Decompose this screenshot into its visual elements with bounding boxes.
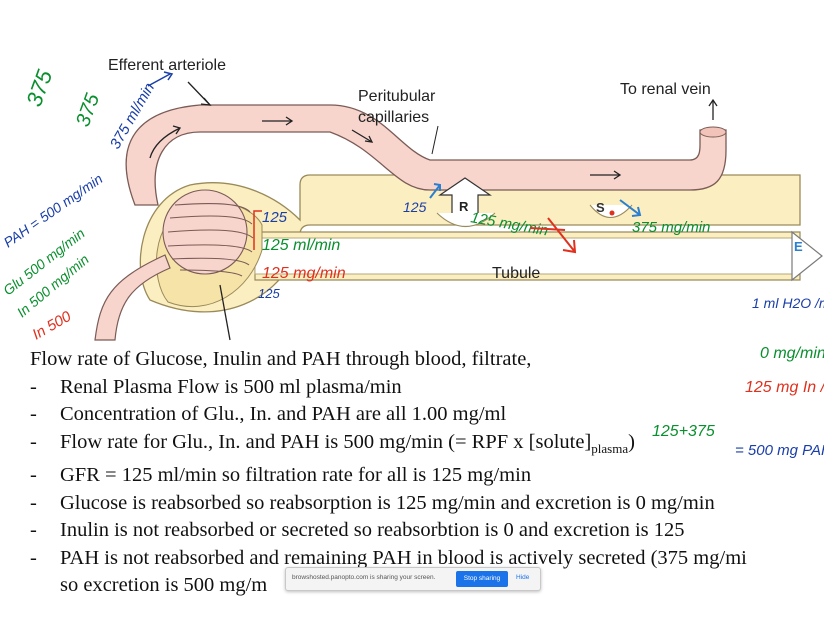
bullet-subscript: plasma: [591, 440, 629, 456]
hw-right-4: = 500 mg PAH /min: [735, 442, 824, 459]
peritubular-leader: [431, 125, 439, 155]
label-renal-vein: To renal vein: [620, 81, 711, 98]
bullet-dash: -: [30, 491, 37, 514]
label-R: R: [459, 199, 469, 214]
glomerulus: [162, 189, 254, 277]
tubule: [139, 174, 823, 313]
bullet-dash: -: [30, 403, 37, 425]
hw-green-375-s: 375 mg/min: [632, 219, 710, 236]
bullet-dash: -: [30, 546, 37, 569]
bullet-text: Inulin is not reabsorbed or secreted so …: [60, 519, 685, 542]
list-item: -Flow rate for Glu., In. and PAH is 500 …: [30, 429, 824, 463]
hw-pah: PAH = 500 mg/min: [1, 170, 106, 250]
list-item: -Glucose is reabsorbed so reabsorption i…: [30, 490, 824, 518]
afferent-arteriole: [94, 254, 171, 341]
bullet-text: Concentration of Glu., In. and PAH are a…: [60, 403, 507, 425]
bullet-dash: -: [30, 430, 37, 453]
label-peritubular-2: capillaries: [358, 109, 429, 126]
lecture-notes: Flow rate of Glucose, Inulin and PAH thr…: [30, 346, 824, 600]
notes-list: -Renal Plasma Flow is 500 ml plasma/min …: [30, 374, 824, 573]
label-S: S: [596, 200, 605, 215]
hw-125-375: 125+375: [652, 423, 715, 440]
bullet-text: Flow rate for Glu., In. and PAH is 500 m…: [60, 430, 592, 453]
stop-sharing-button[interactable]: Stop sharing: [456, 571, 508, 587]
label-tubule: Tubule: [492, 265, 540, 282]
bullet-dash: -: [30, 519, 37, 542]
reabsorption-site: [436, 212, 496, 227]
hw-red-125: 125 mg/min: [262, 265, 346, 282]
label-peritubular-1: Peritubular: [358, 88, 436, 105]
hw-in-bottom: In 500: [30, 308, 75, 344]
notes-continuation: so excretion is 500 mg/m: [60, 574, 268, 597]
bullet-text: GFR = 125 ml/min so filtration rate for …: [60, 464, 532, 487]
hw-red-125b: 125: [258, 286, 280, 301]
share-message: browshosted.panopto.com is sharing your …: [292, 574, 436, 581]
list-item: - Concentration of Glu., In. and PAH are …: [30, 401, 824, 429]
bullet-text-after: ): [628, 430, 635, 453]
label-efferent-arteriole: Efferent arteriole: [108, 57, 226, 74]
hw-375-b: 375: [72, 90, 104, 130]
list-item: -PAH is not reabsorbed and remaining PAH…: [30, 545, 824, 573]
screen-share-bar: browshosted.panopto.com is sharing your …: [285, 567, 541, 591]
hw-right-2: 0 mg/min: [760, 345, 824, 362]
list-item: -Renal Plasma Flow is 500 ml plasma/min: [30, 374, 824, 402]
hw-blue-125: 125: [262, 209, 288, 226]
reabsorption-arrow: [438, 177, 492, 216]
bullet-dash: -: [30, 375, 37, 398]
hw-green-125: 125 ml/min: [262, 237, 340, 254]
list-item: -Inulin is not reabsorbed or secreted so…: [30, 517, 824, 545]
label-E: E: [794, 239, 803, 254]
hw-375-a: 375: [21, 66, 57, 110]
bullet-text: Glucose is reabsorbed so reabsorption is…: [60, 491, 715, 514]
bullet-text: PAH is not reabsorbed and remaining PAH …: [60, 546, 747, 569]
hide-link[interactable]: Hide: [516, 574, 530, 581]
hw-right-3: 125 mg In /min: [745, 379, 824, 396]
hw-right-1: 1 ml H2O /min: [752, 295, 824, 311]
efferent-arteriole: [125, 104, 727, 206]
flow-arrows: [149, 81, 718, 341]
bullet-dash: -: [30, 464, 37, 487]
notes-heading: Flow rate of Glucose, Inulin and PAH thr…: [30, 348, 532, 370]
bullet-text: Renal Plasma Flow is 500 ml plasma/min: [60, 375, 402, 398]
hw-blue-125-r: 125: [403, 199, 427, 215]
list-item: -GFR = 125 ml/min so filtration rate for…: [30, 462, 824, 490]
